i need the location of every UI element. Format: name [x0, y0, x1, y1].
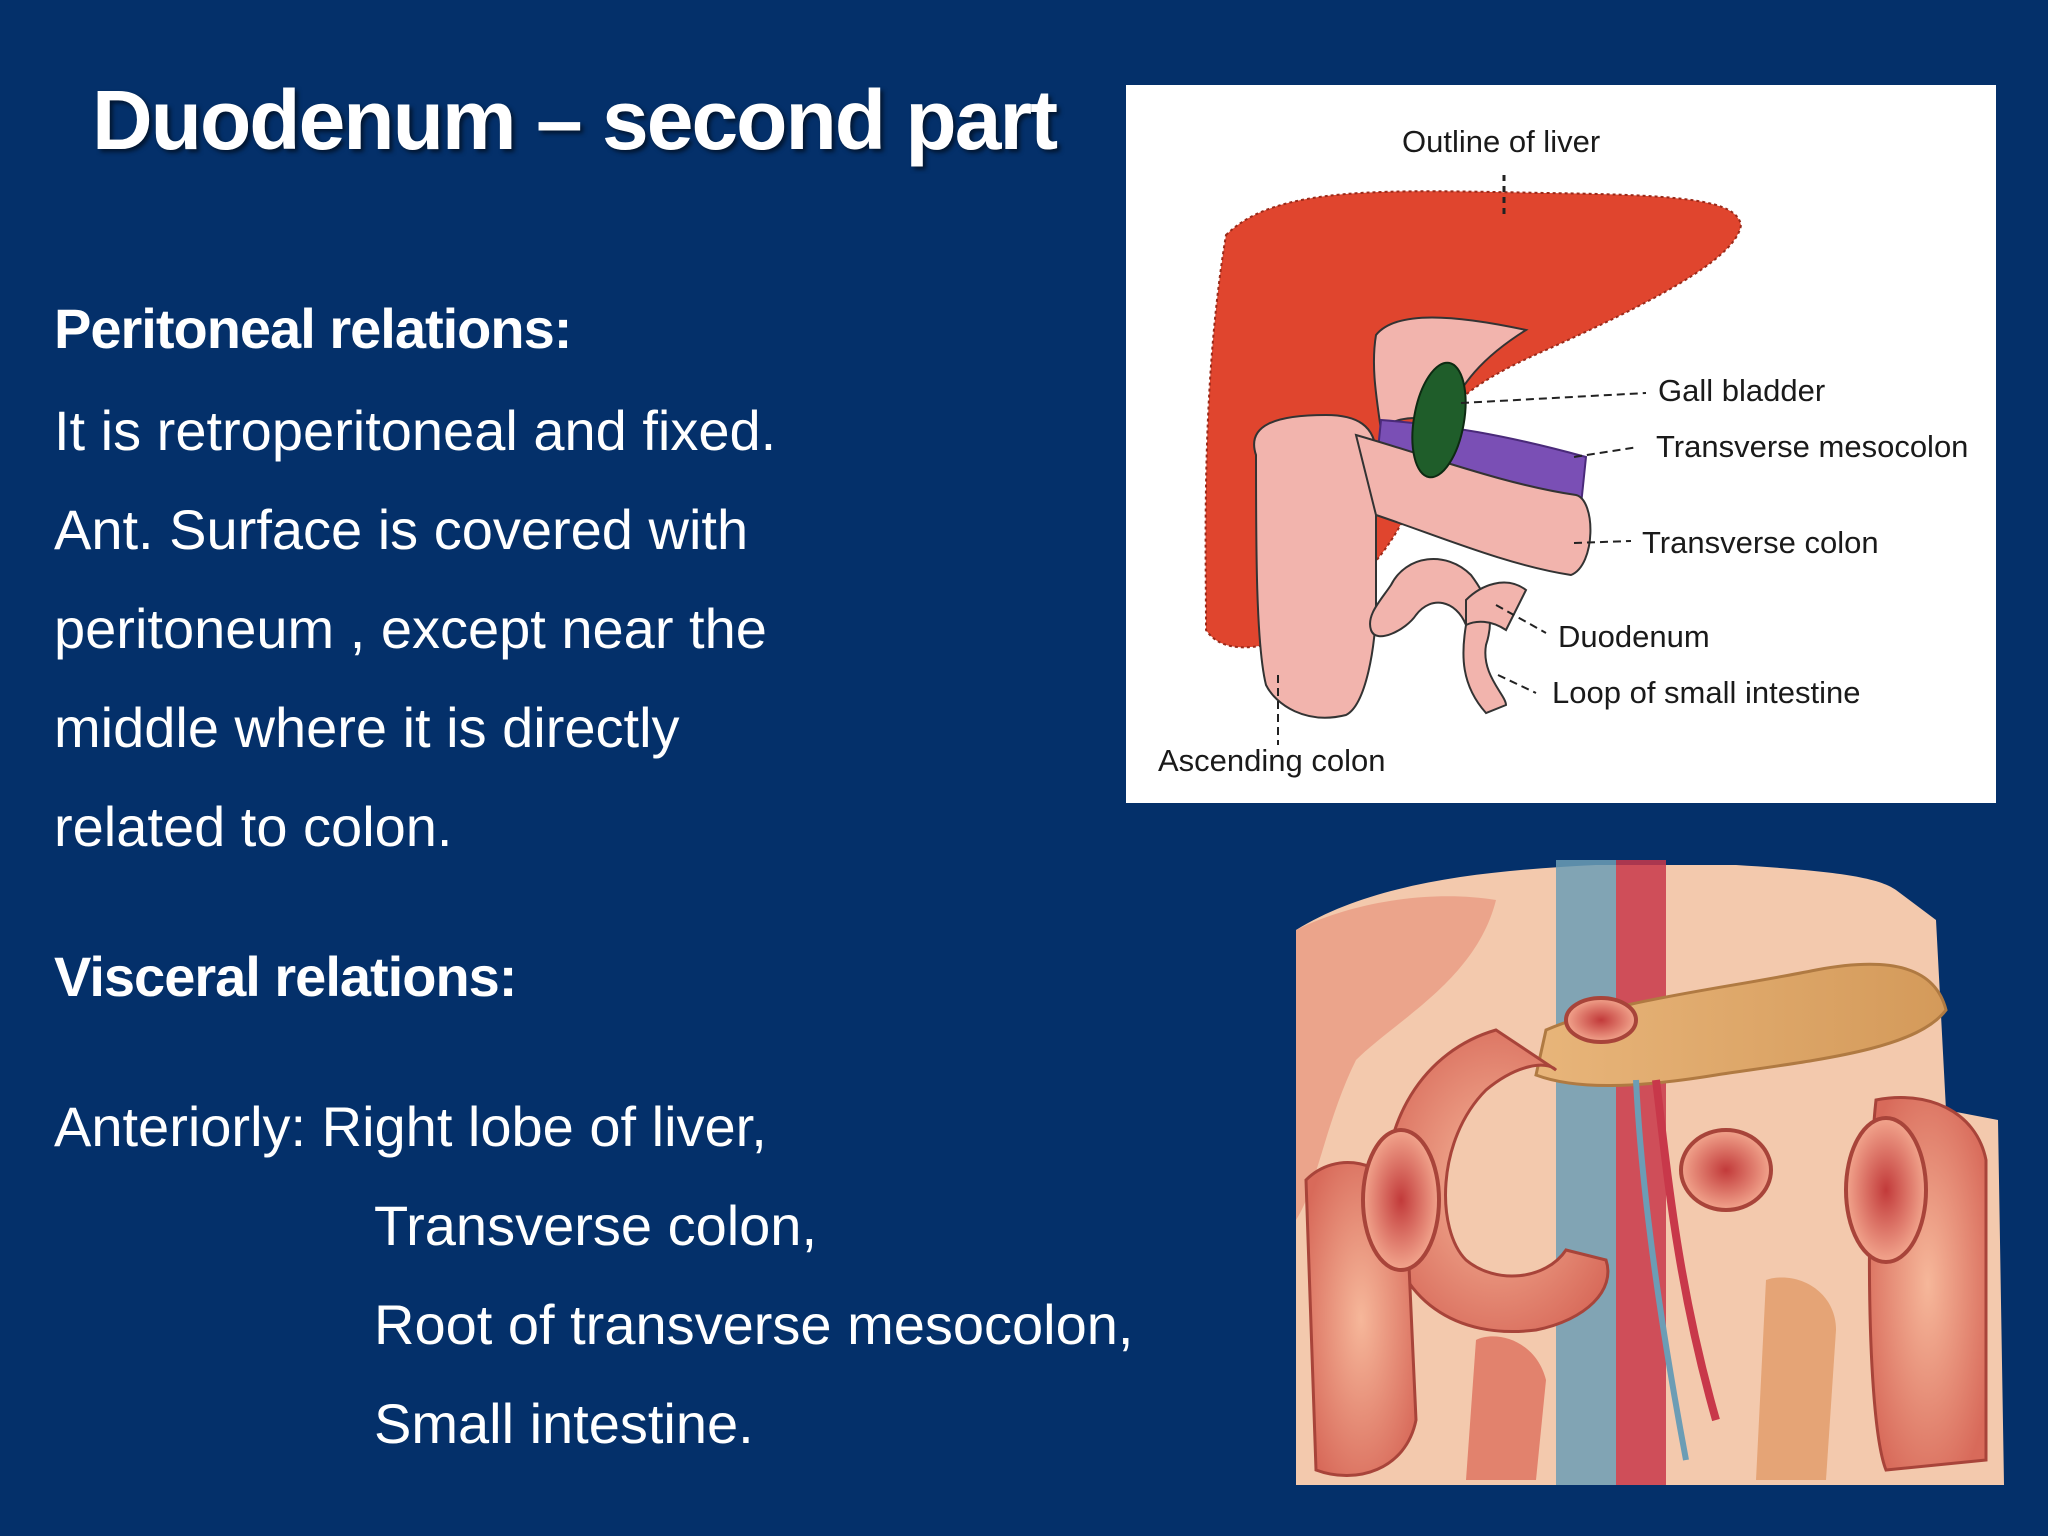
diagram-svg: Outline of liver Gall bladder Transverse…	[1158, 124, 1968, 778]
peritoneal-heading: Peritoneal relations:	[54, 297, 572, 360]
mesenteric-vein	[1633, 1079, 1689, 1461]
slide-title: Duodenum – second part	[92, 73, 1058, 167]
stomach-lumen	[1564, 996, 1638, 1044]
left-kidney-shape	[1756, 1277, 1836, 1480]
illustration-svg	[1296, 860, 2004, 1485]
label-outline-of-liver: Outline of liver	[1402, 124, 1600, 159]
vena-cava-shape	[1556, 860, 1616, 1485]
jejunum-lumen	[1679, 1128, 1773, 1212]
colon-lumen-left	[1361, 1128, 1441, 1272]
label-transverse-colon: Transverse colon	[1642, 525, 1879, 560]
colon-lumen-right	[1844, 1116, 1928, 1264]
label-duodenum: Duodenum	[1558, 619, 1710, 654]
duodenum-relations-diagram: Outline of liver Gall bladder Transverse…	[1126, 85, 1996, 803]
label-loop-of-small-intestine: Loop of small intestine	[1552, 675, 1860, 710]
label-ascending-colon: Ascending colon	[1158, 743, 1386, 778]
leader-line	[1495, 604, 1547, 634]
anterior-relation-line: Transverse colon,	[374, 1194, 817, 1257]
peritoneal-line: peritoneum , except near the	[54, 597, 767, 660]
right-kidney-shape	[1466, 1336, 1546, 1480]
peritoneal-line: related to colon.	[54, 795, 453, 858]
label-transverse-mesocolon: Transverse mesocolon	[1656, 429, 1968, 464]
duodenum-loop-shape	[1369, 558, 1508, 715]
tissue-shading	[1296, 896, 1496, 1220]
peritoneal-line: Ant. Surface is covered with	[54, 498, 749, 561]
gall-bladder-shape	[1411, 361, 1467, 479]
anterior-relation-line: Anteriorly: Right lobe of liver,	[54, 1095, 767, 1158]
pancreas-shape	[1534, 962, 1948, 1087]
leader-line	[1460, 392, 1647, 404]
peritoneal-line: middle where it is directly	[54, 696, 680, 759]
visceral-heading: Visceral relations:	[54, 945, 517, 1008]
small-intestine-segment	[1465, 581, 1528, 632]
leader-line	[1573, 540, 1632, 544]
ascending-colon-shape	[1253, 413, 1377, 719]
leader-line	[1497, 674, 1537, 694]
mesenteric-vessel	[1652, 1079, 1720, 1422]
anterior-relation-line: Small intestine.	[374, 1392, 754, 1455]
peritoneal-line: It is retroperitoneal and fixed.	[54, 399, 777, 462]
leader-line	[1573, 446, 1639, 458]
anterior-relation-line: Root of transverse mesocolon,	[374, 1293, 1134, 1356]
label-gall-bladder: Gall bladder	[1658, 373, 1825, 408]
anatomical-illustration	[1296, 860, 2004, 1485]
transverse-colon-shape	[1354, 433, 1592, 577]
